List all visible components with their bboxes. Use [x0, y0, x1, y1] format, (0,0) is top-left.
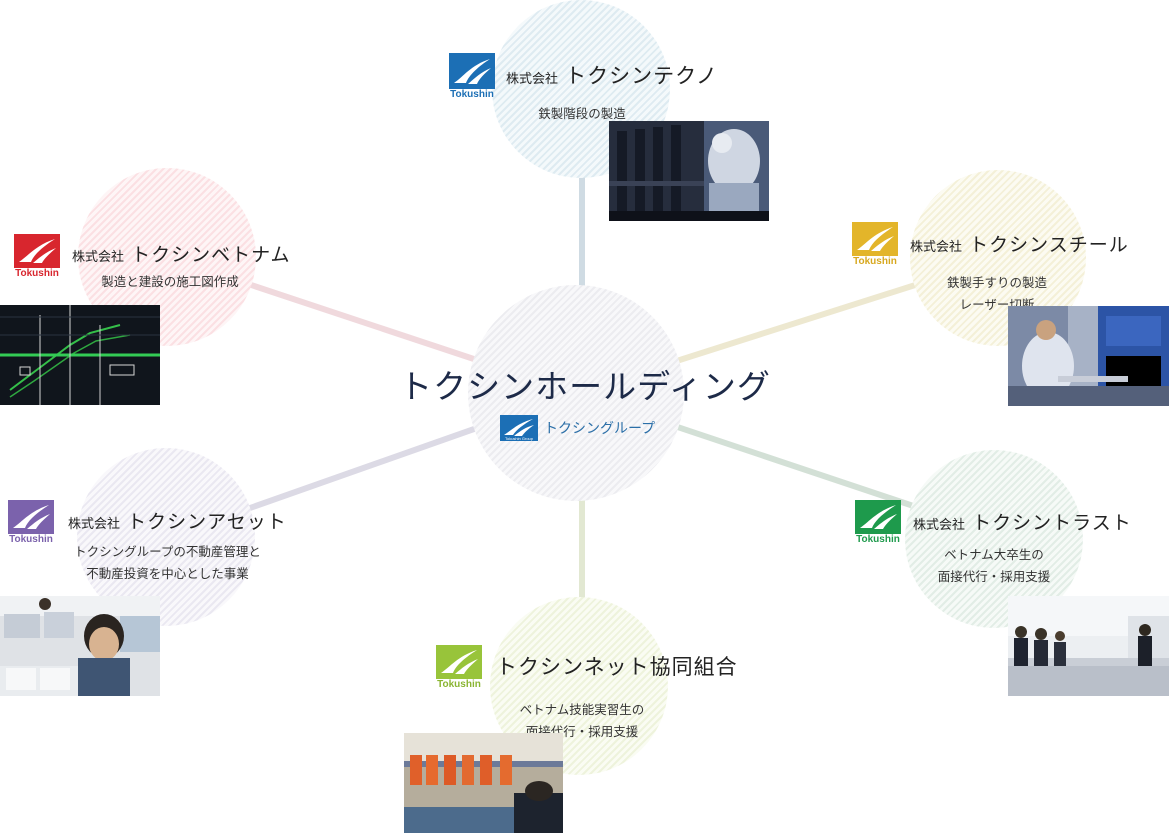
photo-asset [0, 596, 160, 696]
logo-caption: Tokushin [15, 268, 59, 279]
desc-line: ベトナム技能実習生の [519, 702, 645, 717]
center-subtitle: Tokushin Group トクシングループ [500, 414, 655, 442]
center-subtitle-text: トクシングループ [544, 421, 656, 437]
logo-caption: Tokushin [856, 534, 900, 545]
group-logo-icon: Tokushin Group [500, 415, 538, 441]
logo-vietnam: Tokushin [14, 234, 60, 279]
tokushin-vietnam-logo-icon [14, 234, 60, 268]
logo-caption: Tokushin [437, 679, 481, 690]
company-name: トクシンスチール [969, 234, 1129, 256]
tokushin-techno-logo-icon [449, 53, 495, 89]
title-asset: 株式会社 トクシンアセット [68, 507, 287, 534]
tokushin-net-logo-icon [436, 645, 482, 679]
logo-caption: Tokushin [9, 534, 53, 545]
photo-trust [1008, 596, 1169, 696]
company-name: トクシンネット協同組合 [496, 655, 738, 679]
desc-line: 面接代行・採用支援 [937, 569, 1051, 584]
title-trust: 株式会社 トクシントラスト [913, 508, 1132, 535]
desc-line: 鉄製手すりの製造 [946, 275, 1047, 290]
company-prefix: 株式会社 [913, 518, 966, 533]
desc-line: 製造と建設の施工図作成 [101, 274, 239, 289]
desc-techno: 鉄製階段の製造 [500, 103, 664, 125]
company-name: トクシンテクノ [565, 64, 718, 88]
logo-steel: Tokushin [852, 222, 898, 267]
logo-techno: Tokushin [449, 53, 495, 100]
company-prefix: 株式会社 [68, 517, 121, 532]
center-circle [468, 285, 684, 501]
company-name: トクシンベトナム [131, 244, 291, 266]
tokushin-asset-logo-icon [8, 500, 54, 534]
company-name: トクシンアセット [127, 511, 287, 533]
company-name: トクシントラスト [972, 512, 1132, 534]
desc-line: 不動産投資を中心とした事業 [86, 566, 249, 581]
photo-techno [609, 121, 769, 221]
logo-coop: Tokushin [436, 645, 482, 690]
title-vietnam: 株式会社 トクシンベトナム [72, 240, 291, 267]
desc-trust: ベトナム大卒生の 面接代行・採用支援 [914, 544, 1074, 588]
photo-coop [404, 733, 563, 833]
desc-asset: トクシングループの不動産管理と 不動産投資を中心とした事業 [50, 541, 285, 585]
logo-caption: Tokushin [450, 89, 494, 100]
company-prefix: 株式会社 [72, 250, 125, 265]
desc-vietnam: 製造と建設の施工図作成 [82, 271, 258, 293]
desc-line: 鉄製階段の製造 [538, 106, 626, 121]
photo-steel [1008, 306, 1169, 406]
company-prefix: 株式会社 [506, 72, 559, 87]
logo-asset: Tokushin [8, 500, 54, 545]
desc-line: ベトナム大卒生の [944, 547, 1044, 562]
group-logo-caption: Tokushin Group [505, 436, 534, 441]
title-steel: 株式会社 トクシンスチール [910, 230, 1129, 257]
logo-caption: Tokushin [853, 256, 897, 267]
center-title: トクシンホールディング [399, 367, 771, 406]
logo-trust: Tokushin [855, 500, 901, 545]
title-coop: トクシンネット協同組合 [496, 651, 738, 681]
company-prefix: 株式会社 [910, 240, 963, 255]
desc-line: トクシングループの不動産管理と [74, 544, 261, 559]
tokushin-steel-logo-icon [852, 222, 898, 256]
photo-vietnam [0, 305, 160, 405]
tokushin-trust-logo-icon [855, 500, 901, 534]
title-techno: 株式会社 トクシンテクノ [506, 60, 718, 90]
